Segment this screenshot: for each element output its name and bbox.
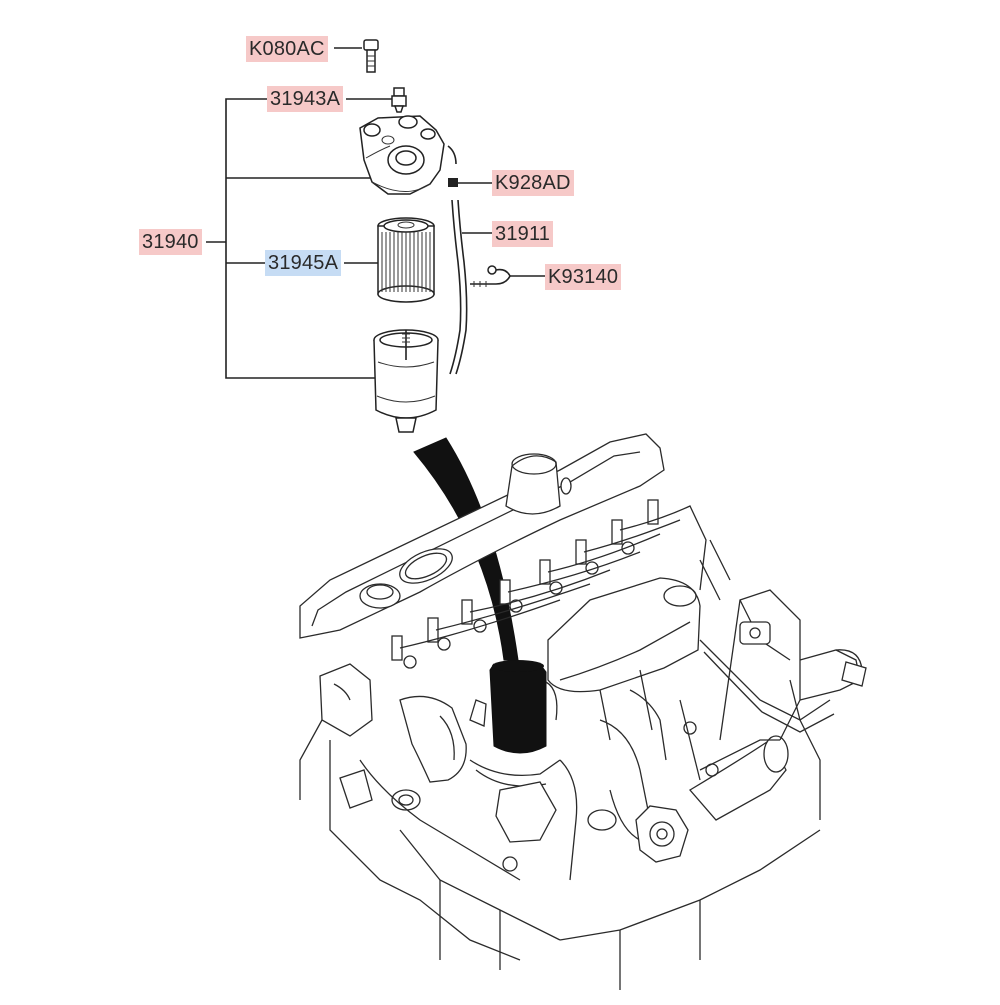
part-label-31911[interactable]: 31911 [492,221,554,247]
wire-clamp-part [470,265,511,287]
filter-bowl-part [373,329,439,433]
bleed-plug-part [391,87,407,113]
filter-element-part [377,217,435,303]
part-label-31945a[interactable]: 31945A [265,250,342,276]
part-label-31940[interactable]: 31940 [139,229,202,255]
bolt-part [363,39,379,73]
fuel-hose-part [449,199,468,375]
filter-head-part [359,115,445,195]
engine-assembly [299,433,867,990]
part-label-k080ac[interactable]: K080AC [246,36,328,62]
part-label-k928ad[interactable]: K928AD [492,170,574,196]
leader-lines [206,47,546,379]
hose-clip-part [447,145,458,187]
part-label-31943a[interactable]: 31943A [267,86,344,112]
part-label-k93140[interactable]: K93140 [545,264,622,290]
